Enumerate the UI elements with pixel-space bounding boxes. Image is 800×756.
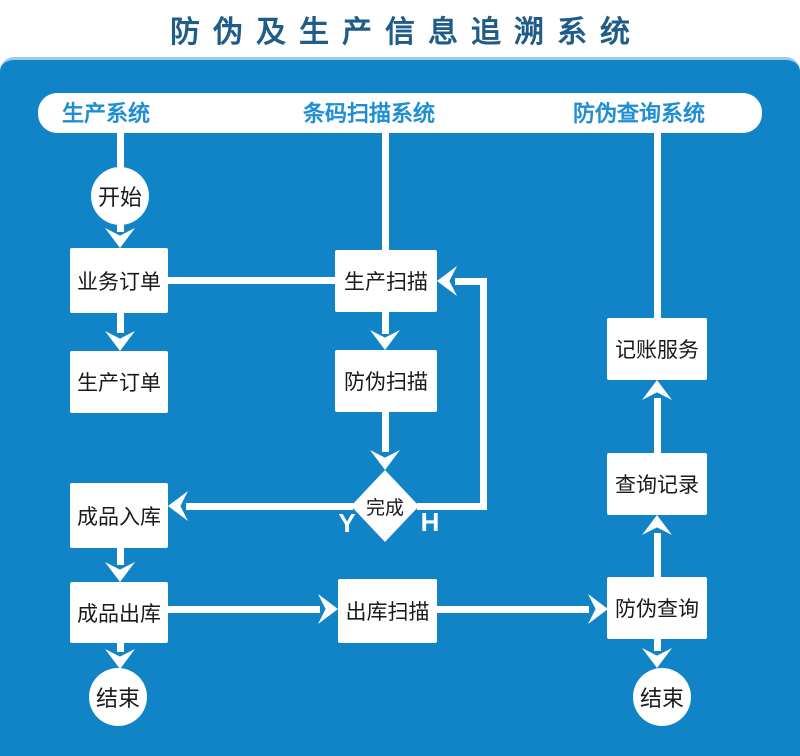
node-anticounterfeit-scan: 防伪扫描 — [335, 350, 437, 412]
edge-finished-out-to-end-left — [117, 643, 124, 652]
column-header-production-system: 生产系统 — [62, 101, 151, 126]
edge-start-to-business-order — [117, 222, 124, 232]
column-header-barcode-scan-system: 条码扫描系统 — [303, 101, 436, 126]
node-production-order: 生产订单 — [70, 351, 168, 413]
node-anticounterfeit-query: 防伪查询 — [607, 577, 707, 639]
edge-finished-in-to-finished-out — [117, 548, 124, 565]
node-start: 开始 — [91, 167, 149, 225]
edge-complete-loop-top — [455, 278, 487, 285]
edge-production-scan-to-anticounterfeit-scan — [382, 312, 389, 334]
node-end-left: 结束 — [89, 668, 147, 726]
stem-query-column — [654, 133, 661, 319]
node-production-scan: 生产扫描 — [335, 250, 437, 312]
edge-complete-loop-bottom — [417, 503, 483, 510]
edge-anticounterfeit-query-to-query-record — [654, 533, 661, 577]
branch-label-yes: Y — [338, 508, 356, 538]
node-finished-goods-in: 成品入库 — [70, 483, 168, 548]
edge-complete-loop-vertical — [480, 278, 487, 510]
node-end-right: 结束 — [633, 668, 691, 726]
page-title: 防伪及生产信息追溯系统 — [170, 15, 643, 49]
node-business-order: 业务订单 — [70, 248, 168, 313]
edge-finished-out-to-outbound-scan — [168, 606, 320, 613]
edge-complete-to-finished-goods-in — [186, 503, 353, 510]
stem-production-column — [117, 133, 124, 169]
stem-barcode-column — [382, 133, 389, 251]
node-query-record: 查询记录 — [607, 453, 707, 515]
title-bar: 防伪及生产信息追溯系统 — [0, 0, 800, 57]
branch-label-no: H — [420, 507, 440, 537]
edge-business-order-to-production-order — [117, 313, 124, 333]
edge-outbound-scan-to-anticounterfeit-query — [437, 606, 589, 613]
node-outbound-scan: 出库扫描 — [338, 579, 437, 643]
edge-anticounterfeit-query-to-end-right — [654, 639, 661, 651]
edge-query-record-to-accounting-service — [654, 398, 661, 453]
node-accounting-service: 记账服务 — [607, 318, 707, 380]
column-header-bar — [38, 93, 762, 133]
edge-anticounterfeit-scan-to-complete — [382, 412, 389, 452]
column-header-anticounterfeit-query-system: 防伪查询系统 — [573, 101, 706, 126]
edge-business-order-to-production-scan — [168, 277, 335, 284]
node-finished-goods-out: 成品出库 — [70, 582, 168, 643]
